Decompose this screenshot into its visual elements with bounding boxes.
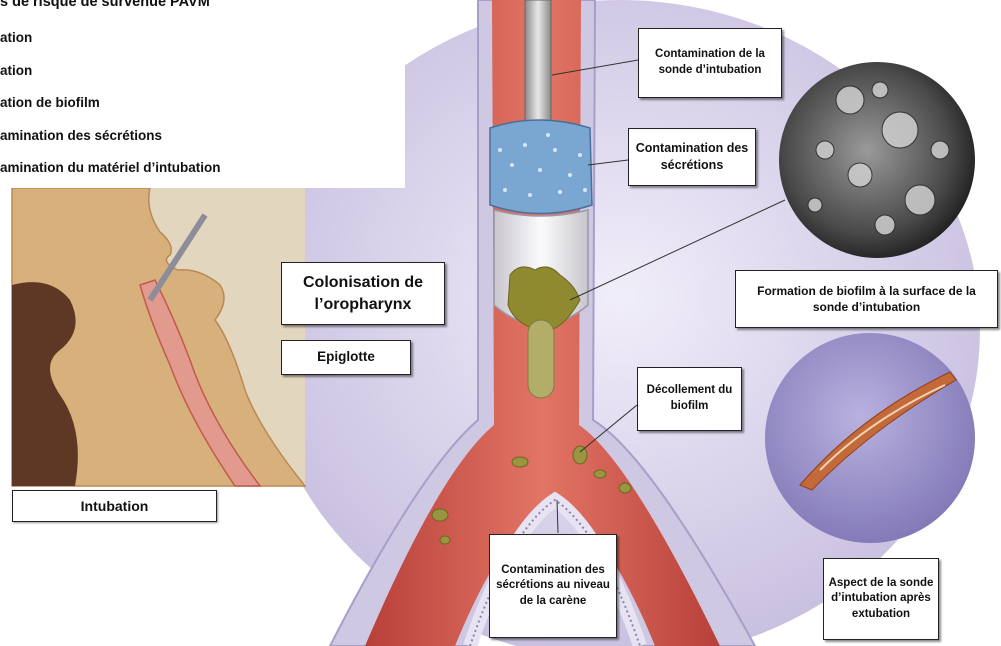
cuff [490, 120, 592, 214]
risk-factors-panel: s de risque de survenue PAVM ation ation… [0, 0, 405, 188]
label-decollement-biofilm: Décollement du biofilm [637, 367, 742, 431]
endotracheal-tube [525, 0, 551, 140]
risk-item: amination des sécrétions [0, 128, 162, 143]
risk-item: ation de biofilm [0, 95, 100, 110]
risk-item: ation [0, 63, 32, 78]
risk-factors-title: s de risque de survenue PAVM [0, 0, 210, 10]
risk-item: amination du matériel d’intubation [0, 160, 221, 175]
label-intubation: Intubation [12, 490, 217, 522]
risk-item: ation [0, 30, 32, 45]
label-aspect-extubation: Aspect de la sonde d’intubation après ex… [823, 558, 939, 640]
label-carene-contamination: Contamination des sécrétions au niveau d… [489, 534, 617, 638]
label-colonisation-oropharynx: Colonisation de l’oropharynx [281, 262, 445, 325]
tube-distal [528, 320, 554, 398]
label-biofilm-formation: Formation de biofilm à la surface de la … [735, 270, 998, 328]
label-sonde-contamination: Contamination de la sonde d’intubation [638, 28, 782, 98]
label-secretions-contamination: Contamination des sécrétions [628, 128, 756, 186]
label-epiglotte: Epiglotte [281, 340, 411, 375]
